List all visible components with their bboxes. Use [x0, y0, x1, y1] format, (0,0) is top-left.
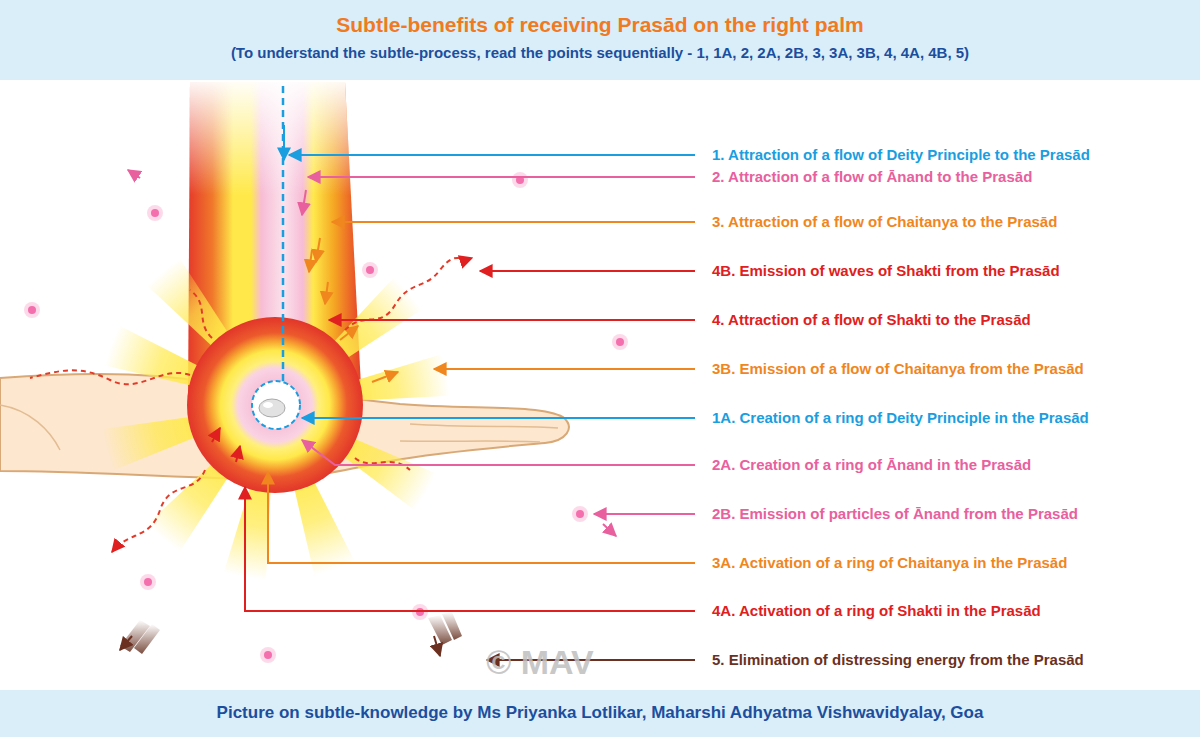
anand-particle: [151, 209, 159, 217]
callout-label: 2B. Emission of particles of Ānand from …: [712, 504, 1078, 524]
leader-line: [480, 270, 695, 272]
anand-glow: [140, 574, 156, 590]
prasad-item: [259, 399, 285, 417]
distress-arrow: [120, 636, 132, 650]
anand-particle: [366, 266, 374, 274]
anand-particle: [576, 510, 584, 518]
anand-glow: [512, 172, 528, 188]
anand-arrow: [603, 524, 616, 536]
leader-line: [308, 176, 695, 178]
callout-label: 5. Elimination of distressing energy fro…: [712, 650, 1084, 670]
callout-label: 3B. Emission of a flow of Chaitanya from…: [712, 359, 1084, 379]
flow-arrow: [309, 250, 312, 272]
shakti-wave: [30, 370, 190, 384]
callout-label: 2A. Creation of a ring of Ānand in the P…: [712, 455, 1031, 475]
callout-label: 4A. Activation of a ring of Shakti in th…: [712, 601, 1041, 621]
flow-arrow: [236, 446, 240, 462]
leader-line: [594, 513, 695, 515]
anand-glow: [260, 647, 276, 663]
prasad-orb: [187, 317, 363, 493]
callout-label: 1A. Creation of a ring of Deity Principl…: [712, 408, 1089, 428]
distress-streak: [134, 624, 160, 654]
finger-line: [410, 424, 558, 428]
leader-line: [329, 319, 695, 321]
diagram-caption: Picture on subtle-knowledge by Ms Priyan…: [0, 702, 1200, 724]
flow-arrow: [302, 190, 306, 215]
watermark: © MAV: [440, 642, 640, 682]
header-band: [0, 0, 1200, 80]
anand-particle: [264, 651, 272, 659]
palm-crease: [0, 405, 60, 450]
instruction-note: (To understand the subtle-process, read …: [0, 43, 1200, 63]
flow-arrow: [283, 125, 285, 160]
footer-band: [0, 690, 1200, 737]
anand-glow: [24, 302, 40, 318]
flow-arrow: [372, 372, 398, 382]
anand-particle: [616, 338, 624, 346]
shakti-wave: [112, 470, 205, 552]
finger-line: [400, 441, 540, 442]
prasad-highlight: [263, 402, 273, 408]
flow-arrow: [316, 238, 320, 262]
callout-label: 4. Attraction of a flow of Shakti to the…: [712, 310, 1031, 330]
distress-streak: [442, 612, 462, 640]
callout-label: 2. Attraction of a flow of Ānand to the …: [712, 167, 1032, 187]
shakti-wave: [190, 290, 212, 338]
distress-arrow: [434, 636, 440, 656]
leader-line: [302, 440, 695, 465]
leader-line: [332, 221, 695, 223]
callout-label: 4B. Emission of waves of Shakti from the…: [712, 261, 1060, 281]
flow-arrow: [340, 326, 358, 340]
callout-label: 3. Attraction of a flow of Chaitanya to …: [712, 212, 1057, 232]
anand-glow: [147, 205, 163, 221]
anand-particle: [28, 306, 36, 314]
anand-glow: [572, 506, 588, 522]
flow-arrow: [325, 282, 328, 304]
leader-line: [434, 368, 695, 370]
diagram-title: Subtle-benefits of receiving Prasād on t…: [0, 13, 1200, 37]
flow-arrow: [212, 428, 220, 442]
callout-label: 3A. Activation of a ring of Chaitanya in…: [712, 553, 1067, 573]
anand-particle: [144, 578, 152, 586]
deity-ring: [252, 381, 300, 429]
callout-label: 1. Attraction of a flow of Deity Princip…: [712, 145, 1090, 165]
anand-arrow: [128, 170, 140, 178]
leader-line: [268, 472, 695, 563]
leader-line: [289, 154, 695, 156]
anand-glow: [362, 262, 378, 278]
anand-glow: [612, 334, 628, 350]
leader-line: [302, 417, 695, 419]
deity-flow-line: [282, 86, 285, 384]
leader-line: [245, 487, 695, 611]
